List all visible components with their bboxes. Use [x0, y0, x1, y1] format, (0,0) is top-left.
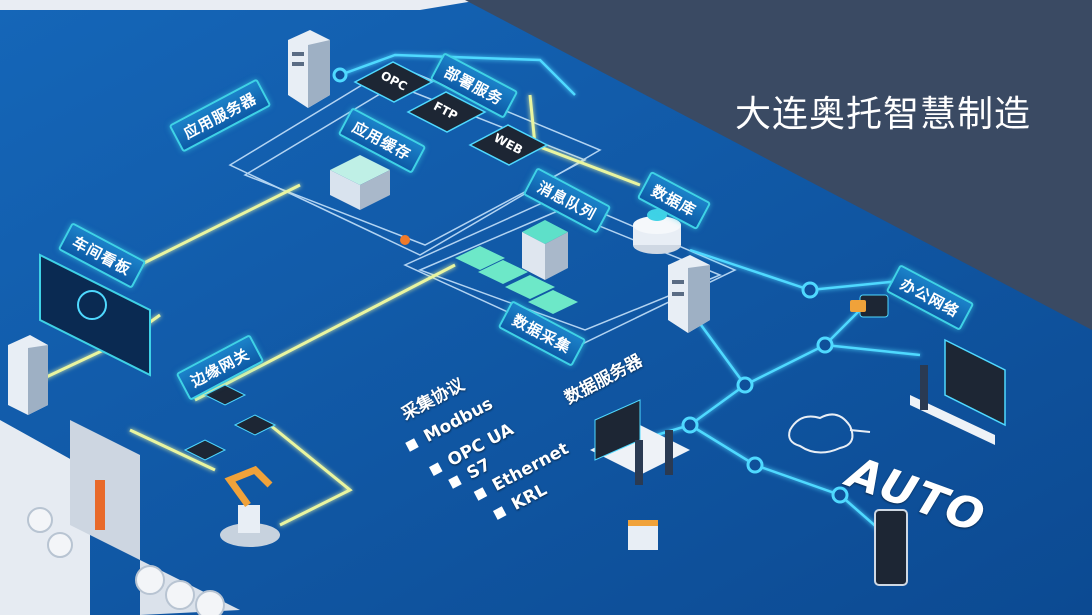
page-title: 大连奥托智慧制造 [735, 94, 1032, 135]
message-queue-stack [522, 220, 568, 280]
chat-bubble-icon [850, 294, 889, 318]
connection-nodes [332, 67, 849, 504]
edge-server-icon [8, 335, 48, 415]
data-server-icon [668, 255, 710, 333]
small-cabinet [628, 520, 658, 550]
brain-circuit-icon [788, 413, 871, 454]
status-dot [400, 235, 410, 245]
factory-equipment [0, 420, 240, 615]
app-server-icon [288, 30, 330, 108]
tablet-device [874, 509, 908, 586]
service-chip-shapes [353, 61, 549, 166]
analytics-desk [590, 399, 690, 485]
workshop-board-screen [39, 253, 151, 377]
database-icon [633, 209, 681, 254]
app-cache-icon [330, 155, 390, 210]
data-collection-blocks [455, 246, 578, 314]
title-corner-panel [465, 0, 1092, 330]
edge-gateway-devices [183, 384, 277, 461]
top-left-white-corner [0, 0, 480, 10]
office-workstation [910, 338, 1006, 445]
robot-arm-icon [220, 465, 280, 547]
